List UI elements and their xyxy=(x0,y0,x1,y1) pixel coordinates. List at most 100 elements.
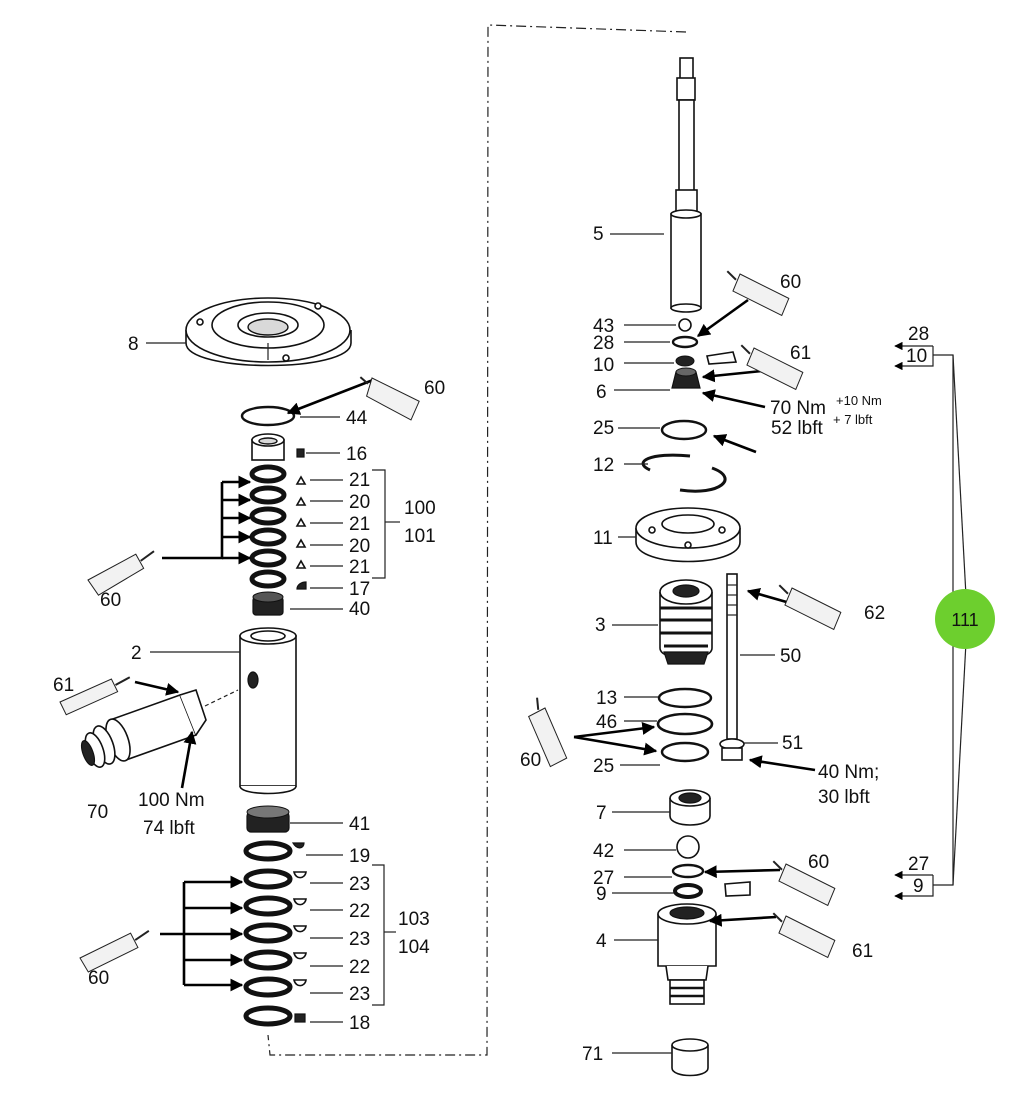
grease-tube-icon-60c xyxy=(79,929,150,973)
callout-7: 7 xyxy=(596,803,607,824)
torque-74lbft: 74 lbft xyxy=(143,818,195,839)
part-13-retaining-ring xyxy=(657,687,713,709)
part-2-cylinder xyxy=(239,627,297,795)
callout-41: 41 xyxy=(349,814,370,835)
callout-40: 40 xyxy=(349,599,370,620)
callout-60-left: 60 xyxy=(100,590,121,611)
part-4-foot-valve xyxy=(657,903,717,1005)
torque-plus-10nm: +10 Nm xyxy=(836,393,882,408)
part-25-upper-o-ring xyxy=(660,419,708,441)
callout-25-lower: 25 xyxy=(593,756,614,777)
grease-tube-icon-60b xyxy=(87,550,155,596)
callout-60-foot: 60 xyxy=(808,852,829,873)
part-28-o-ring xyxy=(671,335,699,349)
grease-tube-icon-61c xyxy=(772,912,836,959)
grease-tube-icon-60a xyxy=(359,376,420,421)
callout-9: 9 xyxy=(596,884,607,905)
callout-103: 103 xyxy=(398,909,430,930)
part-9-seat xyxy=(673,881,751,899)
callout-16: 16 xyxy=(346,444,367,465)
callout-61-foot: 61 xyxy=(852,941,873,962)
callout-61-left: 61 xyxy=(53,675,74,696)
part-44-o-ring xyxy=(240,405,296,427)
kit-callout-10: 10 xyxy=(906,346,927,367)
kit-callout-9: 9 xyxy=(913,876,924,897)
part-5-plunger-rod xyxy=(670,57,702,313)
callout-60-rings: 60 xyxy=(520,750,541,771)
callout-46: 46 xyxy=(596,712,617,733)
callout-44: 44 xyxy=(346,408,368,429)
part-27-o-ring xyxy=(671,863,705,879)
part-70-cartridge xyxy=(80,689,239,768)
callout-17: 17 xyxy=(349,579,370,600)
callout-100: 100 xyxy=(404,498,436,519)
part-12-retaining-ring xyxy=(641,453,727,493)
callout-43: 43 xyxy=(593,316,614,337)
part-16-adapter xyxy=(251,433,285,461)
callout-10: 10 xyxy=(593,355,614,376)
callout-50: 50 xyxy=(780,646,801,667)
callout-22-second: 22 xyxy=(349,957,370,978)
part-8-flange xyxy=(185,297,352,367)
part-71-cap xyxy=(671,1038,709,1077)
callout-6: 6 xyxy=(596,382,607,403)
torque-plus-7lbft: + 7 lbft xyxy=(833,412,873,427)
callout-70: 70 xyxy=(87,802,108,823)
kit-111-badge: 111 xyxy=(935,589,995,649)
upper-packing-stack xyxy=(249,464,287,589)
callout-3: 3 xyxy=(595,615,606,636)
part-42-ball xyxy=(676,835,700,859)
part-50-tie-rod xyxy=(726,573,738,740)
packing-profile-icons-lower xyxy=(291,842,307,1023)
part-46-o-ring xyxy=(656,712,714,736)
part-43-ball xyxy=(678,318,692,332)
part-10-seal xyxy=(675,351,738,367)
callout-13: 13 xyxy=(596,688,617,709)
torque-100nm: 100 Nm xyxy=(138,790,205,811)
callout-60-bottom-left: 60 xyxy=(88,968,109,989)
kit-111-label: 111 xyxy=(951,610,978,630)
torque-30lbft: 30 lbft xyxy=(818,787,870,808)
part-51-nut xyxy=(719,738,745,761)
callout-101: 101 xyxy=(404,526,436,547)
grease-tube-icon-61b xyxy=(740,344,804,391)
callout-23-third: 23 xyxy=(349,984,370,1005)
part-6-piston-nut xyxy=(671,367,701,389)
part-25-lower-o-ring xyxy=(660,741,710,763)
part-3-housing xyxy=(659,579,713,665)
kit-callout-28: 28 xyxy=(908,324,929,345)
callout-4: 4 xyxy=(596,931,607,952)
grease-tube-icon-60e xyxy=(528,697,568,768)
part-11-collar xyxy=(635,507,741,563)
callout-20-first: 20 xyxy=(349,492,370,513)
callout-21-third: 21 xyxy=(349,557,370,578)
callout-8: 8 xyxy=(128,334,139,355)
callout-20-second: 20 xyxy=(349,536,370,557)
grease-tube-icon-62 xyxy=(778,584,842,631)
callout-18: 18 xyxy=(349,1013,370,1034)
part-40-nut xyxy=(252,591,284,616)
right-assembly-arrows xyxy=(573,298,816,927)
callout-61-piston: 61 xyxy=(790,343,811,364)
callout-12: 12 xyxy=(593,455,614,476)
dash-dot-connection-line xyxy=(267,24,687,1056)
callout-27: 27 xyxy=(593,868,614,889)
callout-23-second: 23 xyxy=(349,929,370,950)
callout-21-second: 21 xyxy=(349,514,370,535)
callout-104: 104 xyxy=(398,937,430,958)
grease-tube-icon-60f xyxy=(772,860,836,907)
left-leader-lines xyxy=(146,342,400,1023)
callout-71: 71 xyxy=(582,1044,603,1065)
callout-23-first: 23 xyxy=(349,874,370,895)
callout-11: 11 xyxy=(593,528,613,549)
callout-2: 2 xyxy=(131,643,142,664)
callout-51: 51 xyxy=(782,733,803,754)
grease-tube-icon-60d xyxy=(726,270,790,317)
callout-42: 42 xyxy=(593,841,614,862)
torque-40nm: 40 Nm; xyxy=(818,762,879,783)
lower-packing-stack xyxy=(243,840,293,1027)
callout-60-top: 60 xyxy=(424,378,445,399)
packing-profile-icons-upper xyxy=(295,448,307,590)
callout-62: 62 xyxy=(864,603,885,624)
